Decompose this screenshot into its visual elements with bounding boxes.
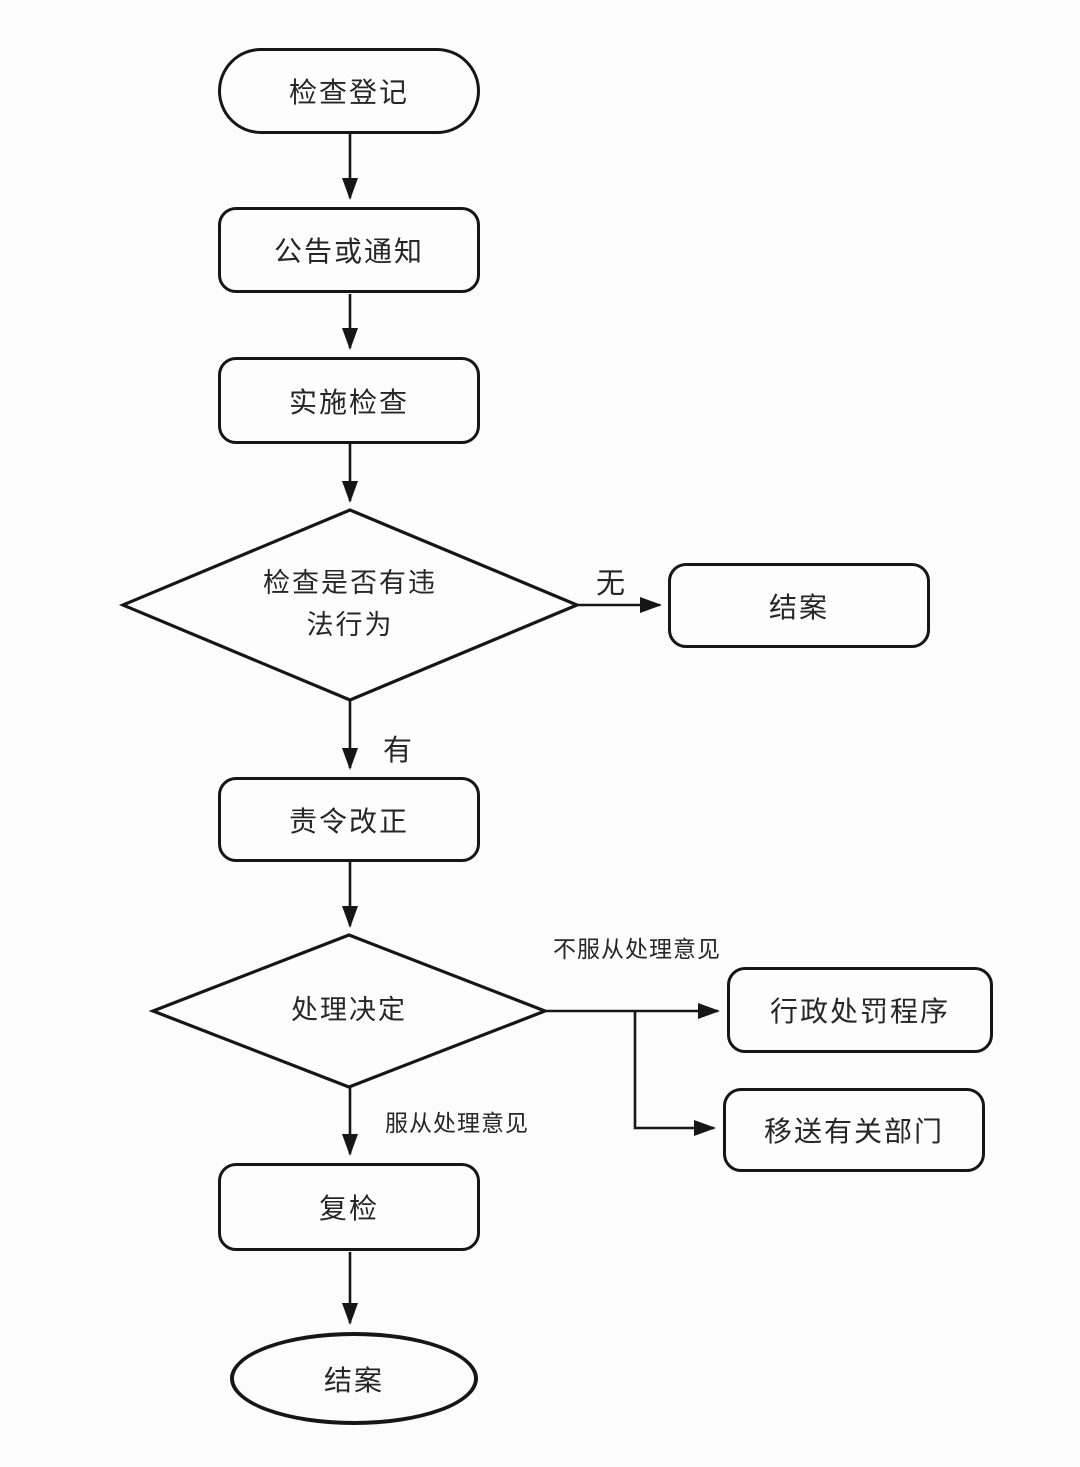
edge-label-no-violation: 无 bbox=[596, 568, 627, 600]
node-recheck-label: 复检 bbox=[318, 1193, 379, 1224]
node-recheck: 复检 bbox=[218, 1163, 480, 1251]
node-order-correction: 责令改正 bbox=[218, 777, 480, 862]
node-start: 检查登记 bbox=[218, 48, 480, 134]
node-close-case-no-violation-label: 结案 bbox=[768, 591, 829, 623]
node-close-case-no-violation: 结案 bbox=[668, 563, 930, 648]
node-transfer-dept-label: 移送有关部门 bbox=[763, 1116, 944, 1147]
node-admin-penalty-label: 行政处罚程序 bbox=[769, 996, 950, 1027]
node-admin-penalty: 行政处罚程序 bbox=[727, 967, 993, 1053]
edge-label-has-violation: 有 bbox=[383, 735, 414, 767]
node-handling-decision-label: 处理决定 bbox=[291, 995, 407, 1026]
node-notice: 公告或通知 bbox=[218, 207, 480, 293]
node-inspect-label: 实施检查 bbox=[288, 386, 409, 418]
edge-label-disobey: 不服从处理意见 bbox=[553, 936, 721, 962]
node-transfer-dept: 移送有关部门 bbox=[723, 1088, 985, 1172]
node-close-case-end: 结案 bbox=[230, 1332, 478, 1425]
edge-label-obey: 服从处理意见 bbox=[385, 1110, 529, 1136]
node-order-correction-label: 责令改正 bbox=[288, 805, 409, 837]
edge-decision2-to-transfer-dept bbox=[633, 1011, 716, 1136]
node-notice-label: 公告或通知 bbox=[273, 236, 424, 267]
node-violation-decision-label: 检查是否有违 法行为 bbox=[263, 568, 437, 640]
node-close-case-end-label: 结案 bbox=[323, 1364, 384, 1396]
node-inspect: 实施检查 bbox=[218, 357, 480, 444]
node-start-label: 检查登记 bbox=[288, 77, 409, 108]
